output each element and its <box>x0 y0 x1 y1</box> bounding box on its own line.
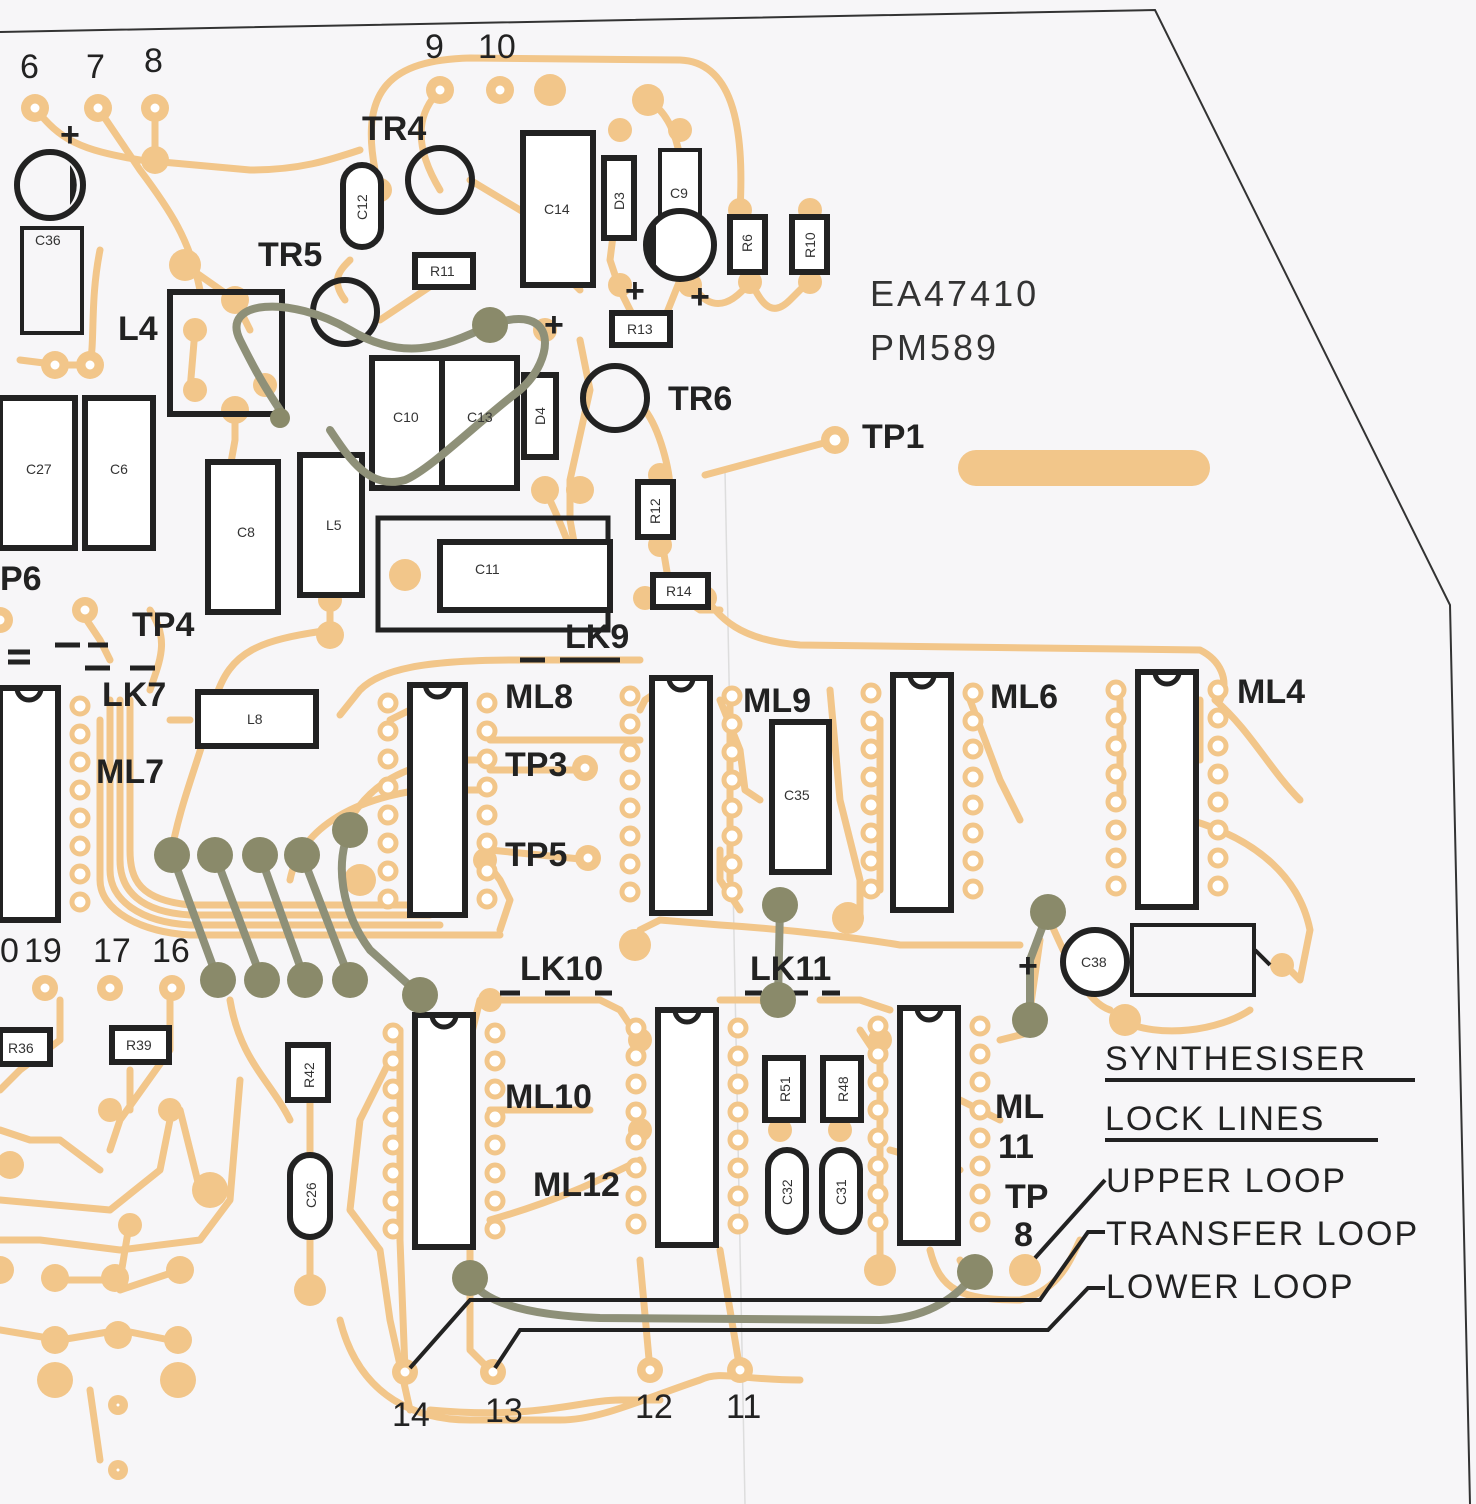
label-l8: L8 <box>247 711 263 727</box>
label-r11: R11 <box>430 263 455 279</box>
label-r10: R10 <box>802 232 818 258</box>
label-r13: R13 <box>627 321 653 337</box>
pin-10: 10 <box>478 28 516 66</box>
label-c6: C6 <box>110 461 128 477</box>
legend-lower-loop: LOWER LOOP <box>1106 1268 1355 1306</box>
partial-tp6: P6 <box>0 560 42 598</box>
label-c8: C8 <box>237 524 255 540</box>
label-r42: R42 <box>301 1062 317 1088</box>
label-ml6: ML6 <box>990 678 1058 716</box>
label-tp1: TP1 <box>862 418 924 456</box>
label-c38: C38 <box>1081 954 1107 970</box>
board-code: EA47410 <box>870 273 1039 314</box>
label-d4: D4 <box>532 407 548 425</box>
label-c11: C11 <box>475 561 500 577</box>
label-d3: D3 <box>611 192 627 210</box>
plus-c38: + <box>1018 947 1038 985</box>
label-r36: R36 <box>8 1040 34 1056</box>
label-c31: C31 <box>833 1179 849 1205</box>
legend-transfer-loop: TRANSFER LOOP <box>1106 1215 1419 1253</box>
legend-title-1: SYNTHESISER <box>1105 1040 1367 1078</box>
label-lk10: LK10 <box>520 950 603 988</box>
label-ml9: ML9 <box>743 682 811 720</box>
pin-7: 7 <box>86 48 105 86</box>
plus-c9-right: + <box>690 278 710 316</box>
legend-title-2: LOCK LINES <box>1105 1100 1325 1138</box>
label-r6: R6 <box>739 234 755 252</box>
label-l4: L4 <box>118 310 158 348</box>
label-tp3: TP3 <box>505 746 567 784</box>
board-outline <box>0 8 1471 1504</box>
board-part: PM589 <box>870 327 999 368</box>
label-l5: L5 <box>326 517 342 533</box>
pin-6: 6 <box>20 48 39 86</box>
label-tr4: TR4 <box>362 110 426 148</box>
label-tp8-num: 8 <box>1014 1216 1033 1254</box>
label-ml: ML <box>995 1088 1044 1126</box>
label-r39: R39 <box>126 1037 152 1053</box>
label-ml7: ML7 <box>96 753 164 791</box>
label-c14: C14 <box>544 201 570 217</box>
label-c13: C13 <box>467 409 493 425</box>
label-c32: C32 <box>779 1179 795 1205</box>
labels: 6 7 8 9 10 14 13 12 11 0 19 17 16 P6 TR4… <box>0 28 1419 1434</box>
label-r51: R51 <box>777 1076 793 1102</box>
label-ml4: ML4 <box>1237 673 1305 711</box>
lock-line-leaders <box>408 1078 1415 1370</box>
label-c12: C12 <box>354 194 370 220</box>
label-c10: C10 <box>393 409 419 425</box>
label-c27: C27 <box>26 461 52 477</box>
label-tr5: TR5 <box>258 236 322 274</box>
pin-17: 17 <box>93 932 131 970</box>
label-c26: C26 <box>303 1182 319 1208</box>
label-tp5: TP5 <box>505 836 567 874</box>
label-r14: R14 <box>666 583 692 599</box>
plus-tr5: + <box>544 306 564 344</box>
legend-upper-loop: UPPER LOOP <box>1106 1162 1347 1200</box>
label-r12: R12 <box>647 498 663 524</box>
pin-8: 8 <box>144 42 163 80</box>
ic-packages <box>0 669 1199 1250</box>
label-r48: R48 <box>835 1076 851 1102</box>
pin-14: 14 <box>392 1396 430 1434</box>
label-ml10: ML10 <box>505 1078 592 1116</box>
label-c9: C9 <box>670 185 688 201</box>
pin-19: 19 <box>24 932 62 970</box>
plus-c36: + <box>60 116 80 154</box>
pin-12: 12 <box>635 1388 673 1426</box>
plus-c9-left: + <box>625 272 645 310</box>
label-tp: TP <box>1005 1178 1048 1216</box>
pin-16: 16 <box>152 932 190 970</box>
jumper-wires <box>154 302 1066 1325</box>
label-lk7: LK7 <box>102 676 166 714</box>
pin-9: 9 <box>425 28 444 66</box>
label-lk11: LK11 <box>750 950 831 988</box>
pin-13: 13 <box>485 1392 523 1430</box>
pin-partial-0: 0 <box>0 932 19 970</box>
slot-cutout <box>958 450 1210 486</box>
label-tp4: TP4 <box>132 606 194 644</box>
link-markers <box>8 642 840 996</box>
label-ml12: ML12 <box>533 1166 620 1204</box>
label-c36: C36 <box>35 232 61 248</box>
label-lk9: LK9 <box>565 618 629 656</box>
pin-11: 11 <box>726 1388 761 1426</box>
label-ml11-num: 11 <box>998 1128 1034 1166</box>
ic-pin-rows <box>69 679 1229 1240</box>
label-c35: C35 <box>784 787 810 803</box>
label-tr6: TR6 <box>668 380 732 418</box>
label-ml8: ML8 <box>505 678 573 716</box>
component-outlines <box>0 130 1272 1240</box>
